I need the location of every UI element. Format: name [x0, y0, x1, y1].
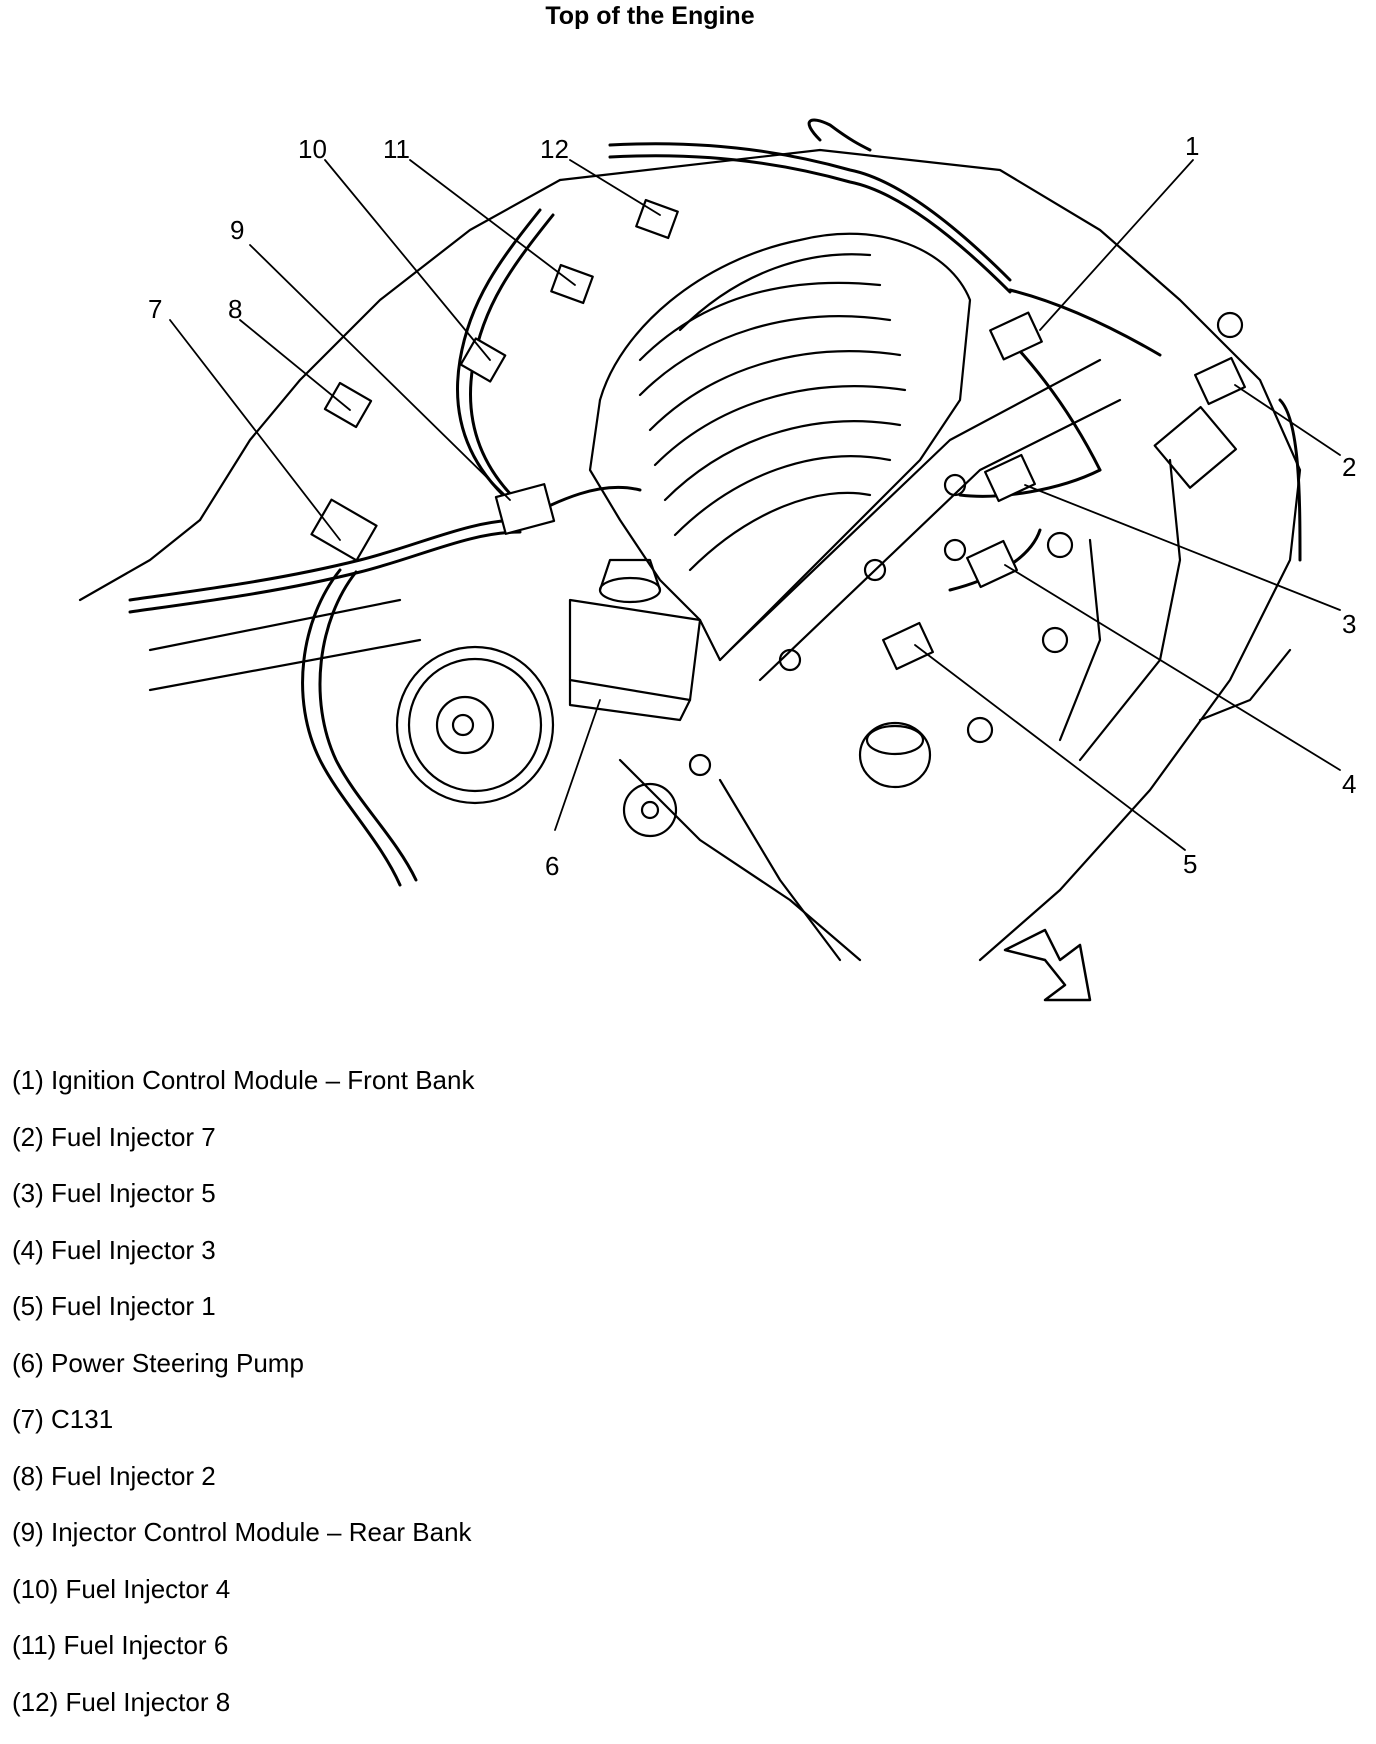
- legend-item: (12) Fuel Injector 8: [12, 1688, 474, 1744]
- intake-manifold: [590, 234, 1120, 680]
- legend-item: (2) Fuel Injector 7: [12, 1123, 474, 1180]
- legend-item: (9) Injector Control Module – Rear Bank: [12, 1518, 474, 1575]
- legend-item: (7) C131: [12, 1405, 474, 1462]
- legend-item: (1) Ignition Control Module – Front Bank: [12, 1066, 474, 1123]
- callout-10: 10: [298, 134, 327, 164]
- legend-item: (4) Fuel Injector 3: [12, 1236, 474, 1293]
- engine-block: [80, 150, 1300, 960]
- callout-3: 3: [1342, 609, 1356, 639]
- callout-9: 9: [230, 215, 244, 245]
- callout-7: 7: [148, 294, 162, 324]
- leader-lines: [170, 160, 1340, 850]
- engine-illustration: 1 2 3 4 5 6 7 8 9 10 11 12: [0, 0, 1376, 1050]
- legend-item: (5) Fuel Injector 1: [12, 1292, 474, 1349]
- connectors: [311, 200, 1244, 669]
- callout-8: 8: [228, 294, 242, 324]
- callout-6: 6: [545, 851, 559, 881]
- callout-12: 12: [540, 134, 569, 164]
- power-steering-pump: [397, 560, 930, 836]
- callout-2: 2: [1342, 452, 1356, 482]
- callout-1: 1: [1185, 131, 1199, 161]
- legend-item: (8) Fuel Injector 2: [12, 1462, 474, 1519]
- callout-11: 11: [383, 134, 410, 164]
- legend-list: (1) Ignition Control Module – Front Bank…: [12, 1066, 474, 1744]
- legend-item: (11) Fuel Injector 6: [12, 1631, 474, 1688]
- legend-item: (3) Fuel Injector 5: [12, 1179, 474, 1236]
- legend-item: (10) Fuel Injector 4: [12, 1575, 474, 1632]
- injector-bosses: [690, 313, 1242, 775]
- direction-arrow: [1005, 930, 1090, 1000]
- callout-5: 5: [1183, 849, 1197, 879]
- callout-4: 4: [1342, 769, 1356, 799]
- legend-item: (6) Power Steering Pump: [12, 1349, 474, 1406]
